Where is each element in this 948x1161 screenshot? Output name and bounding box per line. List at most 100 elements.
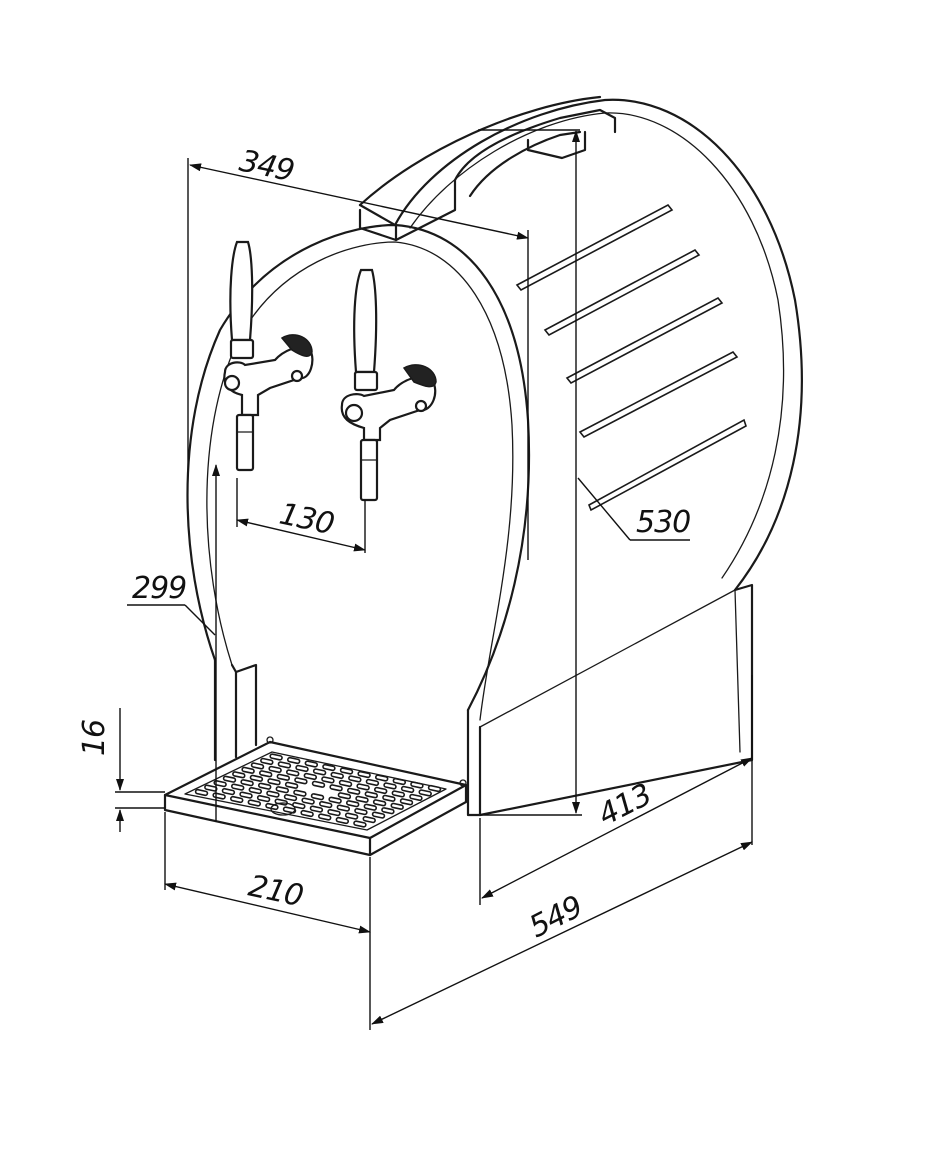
tray-slot: [311, 780, 326, 788]
tray-slot: [277, 761, 292, 769]
dimension-413: 413: [479, 675, 753, 905]
tray-slot: [382, 794, 396, 802]
tray-slot: [222, 775, 237, 783]
tray-slot: [365, 778, 380, 787]
tray-slot: [309, 805, 324, 813]
tray-slot: [229, 795, 244, 804]
tray-slot: [221, 787, 236, 796]
tray-slot: [303, 772, 318, 781]
tray-slot: [286, 756, 301, 765]
tray-slot: [409, 793, 423, 802]
dim-label-349: 349: [236, 144, 296, 190]
tray-slot: [258, 770, 273, 778]
tray-slot: [300, 809, 314, 818]
tray-slot: [338, 779, 353, 788]
tray-slot: [285, 769, 300, 777]
tray-slot: [250, 762, 265, 770]
tray-slot: [283, 793, 298, 802]
tray-slot: [284, 781, 299, 789]
dimension-16: 16: [77, 708, 165, 832]
tray-slot: [240, 779, 254, 787]
tray-slot: [304, 760, 319, 768]
tray-slot: [373, 786, 388, 795]
tray-slot: [293, 789, 307, 797]
tray-slot: [362, 815, 376, 824]
tray-slot: [372, 799, 387, 807]
tray-slot: [328, 796, 342, 804]
tray-slot: [310, 793, 325, 801]
tray-slot: [391, 790, 406, 798]
tray-slot: [339, 767, 354, 775]
tray-slot: [260, 757, 274, 766]
tray-slot: [345, 800, 360, 808]
tray-slot: [204, 784, 218, 792]
tray-slot: [294, 777, 308, 785]
tray-slot: [335, 816, 350, 825]
tray-slot: [371, 811, 386, 819]
dim-label-299: 299: [132, 571, 186, 606]
tray-slot: [363, 803, 378, 811]
tray-slot: [317, 813, 332, 821]
tray-slot: [354, 807, 368, 816]
tray-slot: [312, 768, 327, 776]
tray-slot: [322, 763, 336, 772]
dimension-130: 130: [236, 478, 366, 553]
tray-slot: [275, 786, 290, 794]
tray-grill-slots: [194, 753, 442, 828]
tray-slot: [427, 784, 442, 793]
tray-slot: [400, 785, 415, 794]
tray-slot: [295, 764, 309, 773]
tray-slot: [249, 774, 264, 782]
tray-slot: [248, 786, 263, 795]
vent-slots: [515, 203, 747, 512]
dim-label-530: 530: [636, 505, 690, 540]
tray-slot: [329, 784, 343, 792]
tray-slot: [399, 798, 414, 806]
tray-slot: [392, 777, 407, 786]
dimension-530: 530: [478, 129, 691, 816]
tray-slot: [239, 791, 253, 799]
dim-label-130: 130: [276, 497, 336, 543]
tray-slot: [356, 783, 370, 791]
tray-slot: [357, 770, 371, 779]
tray-slot: [374, 774, 389, 782]
tray-slot: [318, 800, 333, 809]
tray-slot: [194, 788, 209, 797]
dim-label-413: 413: [593, 777, 657, 833]
tray-slot: [301, 797, 315, 805]
dimension-549: 549: [371, 841, 753, 1025]
tray-slot: [267, 778, 281, 786]
cooler-drum-housing: [358, 95, 803, 817]
tray-slot: [346, 787, 361, 795]
tray-slot: [268, 765, 282, 774]
tray-slot: [383, 782, 397, 790]
tray-slot: [337, 792, 352, 800]
tray-slot: [321, 776, 335, 784]
tray-slot: [418, 789, 432, 797]
tray-slot: [257, 782, 272, 790]
tray-slot: [381, 807, 395, 815]
tray-slot: [390, 802, 404, 810]
tray-slot: [344, 812, 359, 820]
tray-slot: [266, 790, 280, 798]
tray-slot: [212, 792, 226, 800]
tray-slot: [348, 775, 362, 783]
tray-slot: [364, 791, 379, 799]
tray-slot: [292, 801, 306, 810]
tray-slot: [213, 779, 227, 788]
tray-slot: [330, 771, 344, 780]
tray-slot: [241, 766, 255, 774]
tray-slot: [269, 753, 283, 761]
tray-slot: [256, 794, 271, 803]
tray-slot: [355, 795, 369, 803]
dim-label-16: 16: [77, 720, 112, 756]
tray-slot: [276, 773, 291, 781]
dimension-210: 210: [164, 812, 371, 1030]
tray-slot: [336, 804, 351, 812]
dimension-299: 299: [127, 464, 220, 822]
tap-left: [223, 240, 314, 472]
tap-right: [340, 268, 437, 502]
tray-slot: [247, 799, 262, 807]
drip-tray: [163, 736, 468, 857]
